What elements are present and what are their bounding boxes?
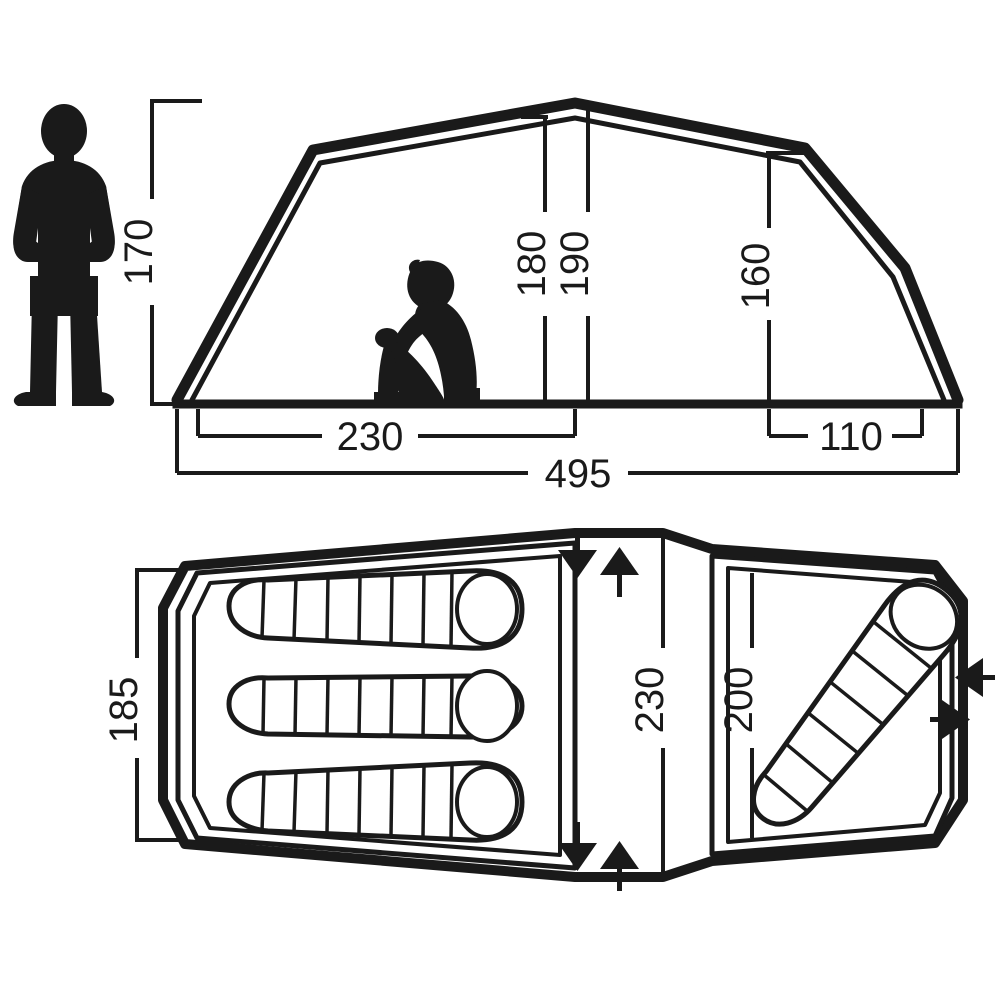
up-arrow-icon — [600, 547, 639, 597]
dimension-height-180 — [521, 115, 548, 404]
dimension-label-230: 230 — [337, 415, 404, 459]
dimension-width-230 — [196, 409, 577, 438]
dimension-height-170 — [150, 99, 202, 406]
sleeping-bag-left-1 — [226, 568, 525, 651]
door-arrows-top — [558, 529, 639, 597]
down-arrow-icon — [558, 529, 597, 578]
left-arrow-icon — [955, 658, 995, 697]
dimension-width-495 — [175, 409, 960, 475]
up-arrow-icon — [600, 841, 639, 891]
floor-plan-view: 185 230 200 — [102, 528, 995, 891]
dimension-label-190: 190 — [553, 231, 597, 298]
dimension-height-160 — [766, 151, 805, 404]
dimension-label-110: 110 — [819, 415, 883, 459]
dimension-label-200: 200 — [717, 667, 761, 734]
dimension-label-180: 180 — [510, 231, 554, 298]
down-arrow-icon — [558, 822, 597, 871]
seated-person-silhouette — [374, 259, 480, 401]
tent-outer-shell-outline — [171, 97, 964, 406]
right-arrow-icon — [930, 700, 970, 739]
dimension-label-170: 170 — [117, 219, 161, 286]
sleeping-bag-left-3 — [226, 760, 525, 843]
dimension-label-230: 230 — [628, 667, 672, 734]
sleeping-bag-right-1 — [751, 577, 964, 827]
tent-inner-liner-outline — [189, 115, 947, 403]
side-elevation-view: 170 180 190 160 230 — [13, 97, 964, 496]
door-arrows-bottom — [558, 822, 639, 891]
sleeping-bag-left-2 — [226, 669, 525, 743]
dimension-label-185: 185 — [102, 677, 146, 744]
dimension-label-495: 495 — [545, 452, 612, 496]
door-arrows-right — [930, 658, 995, 739]
dimension-width-110 — [767, 409, 924, 438]
dimension-label-160: 160 — [734, 243, 778, 310]
dimension-depth-185 — [135, 568, 185, 842]
standing-person-silhouette — [13, 104, 115, 406]
